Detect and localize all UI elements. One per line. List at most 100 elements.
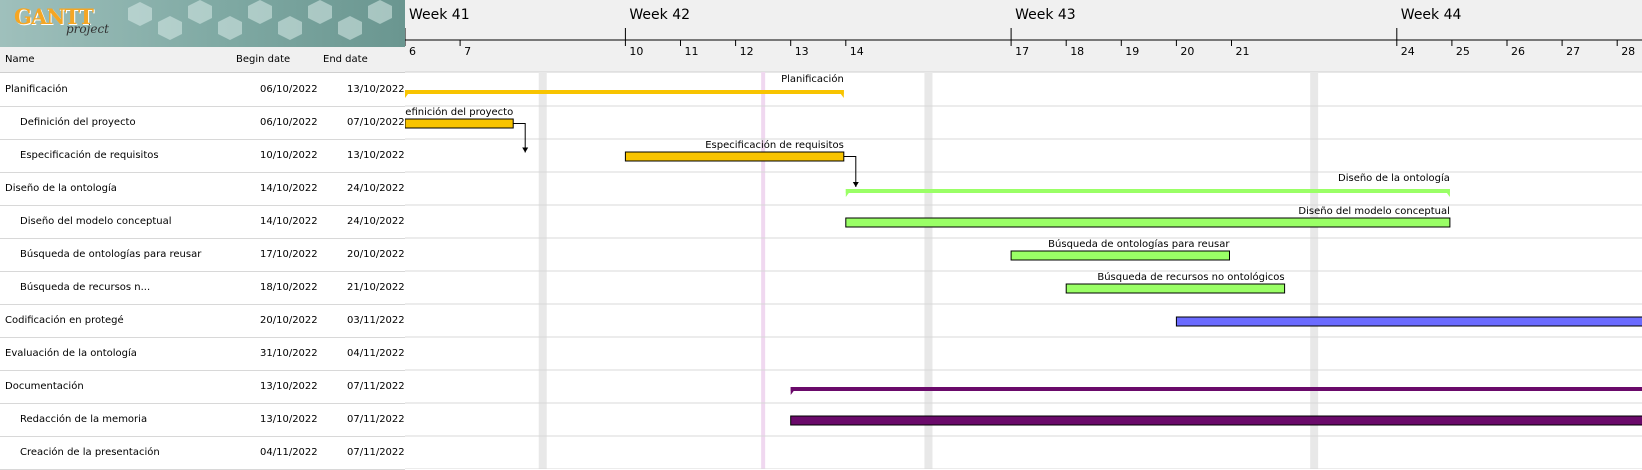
column-header-name[interactable]: Name xyxy=(5,54,35,65)
task-begin-date: 13/10/2022 xyxy=(260,381,318,392)
day-label: 24 xyxy=(1401,45,1415,58)
table-row[interactable]: Búsqueda de ontologías para reusar 17/10/… xyxy=(0,238,405,272)
task-name: Búsqueda de recursos n... xyxy=(20,282,151,293)
table-row[interactable]: Diseño de la ontología 14/10/2022 24/10/20… xyxy=(0,172,405,206)
task-name: Creación de la presentación xyxy=(20,447,160,458)
task-end-date: 24/10/2022 xyxy=(347,183,405,194)
task-end-date: 04/11/2022 xyxy=(347,348,405,359)
day-label: 19 xyxy=(1125,45,1139,58)
task-name: Definición del proyecto xyxy=(20,117,136,128)
timeline-header-bg xyxy=(405,0,1642,72)
logo-sub-text: project xyxy=(66,22,110,36)
task-bar xyxy=(1010,250,1230,261)
task-begin-date: 20/10/2022 xyxy=(260,315,318,326)
task-bar-label: Planificación xyxy=(781,73,844,85)
task-begin-date: 14/10/2022 xyxy=(260,216,318,227)
week-label: Week 42 xyxy=(629,7,690,23)
day-label: 28 xyxy=(1621,45,1635,58)
day-label: 13 xyxy=(795,45,809,58)
task-begin-date: 04/11/2022 xyxy=(260,447,318,458)
gantt-chart: 6710111213141718192021242526272831123478… xyxy=(405,0,1642,469)
table-row[interactable]: Definición del proyecto 06/10/2022 07/10/2… xyxy=(0,106,405,140)
column-header-begin-date[interactable]: Begin date xyxy=(236,54,291,65)
summary-bar-end-cap xyxy=(1443,189,1450,197)
task-name: Diseño del modelo conceptual xyxy=(20,216,172,227)
task-end-date: 03/11/2022 xyxy=(347,315,405,326)
table-row[interactable]: Especificación de requisitos 10/10/2022 13… xyxy=(0,139,405,173)
task-begin-date: 06/10/2022 xyxy=(260,117,318,128)
column-header-end-date[interactable]: End date xyxy=(323,54,368,65)
task-begin-date: 17/10/2022 xyxy=(260,249,318,260)
task-end-date: 07/10/2022 xyxy=(347,117,405,128)
task-name: Diseño de la ontología xyxy=(5,183,117,194)
table-row[interactable]: Codificación en protegé 20/10/2022 03/11/2… xyxy=(0,304,405,338)
day-label: 26 xyxy=(1511,45,1525,58)
task-begin-date: 06/10/2022 xyxy=(260,84,318,95)
summary-bar-end-cap xyxy=(837,90,844,98)
summary-bar-start-cap xyxy=(790,387,797,395)
task-bar xyxy=(1175,316,1642,327)
task-name: Búsqueda de ontologías para reusar xyxy=(20,249,202,260)
week-label: Week 41 xyxy=(409,7,470,23)
dependency-arrow xyxy=(513,123,526,153)
table-row[interactable]: Planificación 06/10/2022 13/10/2022 xyxy=(0,73,405,107)
day-label: 10 xyxy=(629,45,643,58)
day-label: 18 xyxy=(1070,45,1084,58)
summary-bar xyxy=(790,387,1642,391)
task-name: Planificación xyxy=(5,84,68,95)
task-bar xyxy=(845,217,1451,228)
week-label: Week 43 xyxy=(1015,7,1076,23)
table-row[interactable]: Evaluación de la ontología 31/10/2022 04/1… xyxy=(0,337,405,371)
task-name: Documentación xyxy=(5,381,84,392)
table-row[interactable]: Búsqueda de recursos n... 18/10/2022 21/10… xyxy=(0,271,405,305)
task-end-date: 13/10/2022 xyxy=(347,84,405,95)
task-end-date: 07/11/2022 xyxy=(347,381,405,392)
hexagon-pattern-icon xyxy=(128,0,392,40)
summary-bar xyxy=(845,189,1450,193)
summary-bar-start-cap xyxy=(405,90,411,98)
day-label: 21 xyxy=(1236,45,1250,58)
summary-bar xyxy=(405,90,844,94)
task-begin-date: 13/10/2022 xyxy=(260,414,318,425)
task-bar xyxy=(405,118,514,129)
task-begin-date: 31/10/2022 xyxy=(260,348,318,359)
task-begin-date: 18/10/2022 xyxy=(260,282,318,293)
task-bar-label: Diseño del modelo conceptual xyxy=(1298,206,1449,217)
day-label: 11 xyxy=(685,45,699,58)
day-label: 17 xyxy=(1015,45,1029,58)
table-row[interactable]: Creación de la presentación 04/11/2022 07/… xyxy=(0,436,405,470)
task-end-date: 24/10/2022 xyxy=(347,216,405,227)
task-table-header: Name Begin date End date xyxy=(0,47,405,73)
task-end-date: 07/11/2022 xyxy=(347,447,405,458)
task-name: Especificación de requisitos xyxy=(20,150,159,161)
task-bar-label: Diseño de la ontología xyxy=(1338,172,1450,184)
task-bar-label: Definición del proyecto xyxy=(405,106,513,118)
day-label: 25 xyxy=(1456,45,1470,58)
task-end-date: 13/10/2022 xyxy=(347,150,405,161)
task-begin-date: 10/10/2022 xyxy=(260,150,318,161)
day-label: 20 xyxy=(1180,45,1194,58)
task-name: Codificación en protegé xyxy=(5,315,124,326)
task-bar-label: Búsqueda de recursos no ontológicos xyxy=(1097,271,1284,283)
dependency-arrowhead xyxy=(522,147,529,153)
day-label: 27 xyxy=(1566,45,1580,58)
task-bar xyxy=(790,415,1642,426)
task-end-date: 07/11/2022 xyxy=(347,414,405,425)
task-end-date: 20/10/2022 xyxy=(347,249,405,260)
day-label: 7 xyxy=(464,45,471,58)
summary-bar-start-cap xyxy=(845,189,852,197)
task-bar-label: Especificación de requisitos xyxy=(705,139,844,151)
task-end-date: 21/10/2022 xyxy=(347,282,405,293)
week-label: Week 44 xyxy=(1401,7,1462,23)
table-row[interactable]: Diseño del modelo conceptual 14/10/2022 24… xyxy=(0,205,405,239)
logo-brand-text: GANTT xyxy=(14,4,94,29)
task-bar xyxy=(624,151,845,162)
task-bar-label: Búsqueda de ontologías para reusar xyxy=(1048,238,1230,250)
dependency-arrow xyxy=(843,156,857,187)
day-label: 14 xyxy=(850,45,864,58)
task-begin-date: 14/10/2022 xyxy=(260,183,318,194)
table-row[interactable]: Documentación 13/10/2022 07/11/2022 xyxy=(0,370,405,404)
task-name: Evaluación de la ontología xyxy=(5,348,137,359)
day-label: 6 xyxy=(409,45,416,58)
